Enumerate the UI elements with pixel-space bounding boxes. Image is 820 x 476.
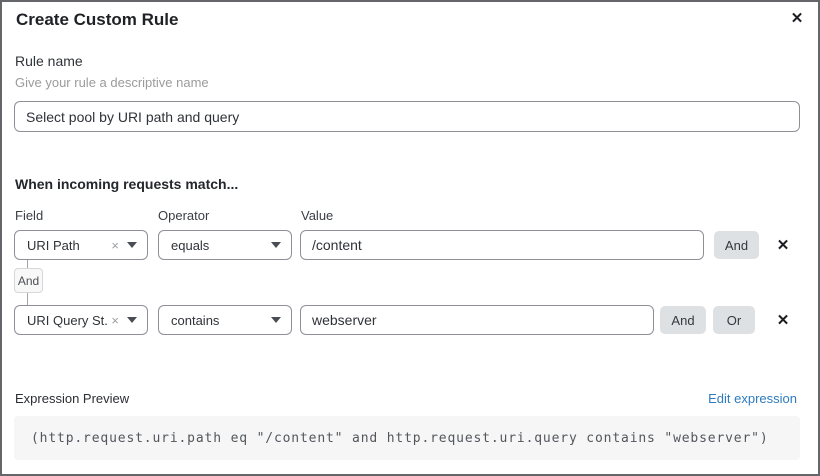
operator-column-label: Operator xyxy=(158,208,210,223)
value-input-row2[interactable] xyxy=(300,305,654,335)
edit-expression-link[interactable]: Edit expression xyxy=(708,391,797,406)
matcher-heading: When incoming requests match... xyxy=(15,176,239,192)
operator-select-row2-value: contains xyxy=(171,312,220,328)
add-and-condition-button-row1[interactable]: And xyxy=(714,231,759,259)
rule-name-label: Rule name xyxy=(15,53,83,69)
clear-field-icon[interactable]: × xyxy=(111,312,119,328)
field-select-row1-value: URI Path xyxy=(27,237,80,253)
remove-condition-row2-icon[interactable]: ✕ xyxy=(772,306,794,334)
field-select-row2[interactable]: URI Query St... × xyxy=(14,305,148,335)
operator-select-row1[interactable]: equals xyxy=(158,230,292,260)
rule-name-input[interactable] xyxy=(14,101,800,132)
rule-name-helper: Give your rule a descriptive name xyxy=(15,75,209,90)
expression-code-block: (http.request.uri.path eq "/content" and… xyxy=(14,416,800,460)
chevron-down-icon[interactable] xyxy=(271,242,281,248)
chevron-down-icon[interactable] xyxy=(127,242,137,248)
page-title: Create Custom Rule xyxy=(16,10,179,29)
field-column-label: Field xyxy=(15,208,44,223)
clear-field-icon[interactable]: × xyxy=(111,237,119,253)
chevron-down-icon[interactable] xyxy=(271,317,281,323)
field-select-row1[interactable]: URI Path × xyxy=(14,230,148,260)
remove-condition-row1-icon[interactable]: ✕ xyxy=(772,231,794,259)
connector-line-top xyxy=(27,260,28,268)
connector-line-bottom xyxy=(27,293,28,305)
and-connector-badge: And xyxy=(14,268,43,293)
add-or-condition-button-row2[interactable]: Or xyxy=(713,306,755,334)
field-select-row2-value: URI Query St... xyxy=(27,312,109,328)
value-input-row1[interactable] xyxy=(300,230,704,260)
expression-preview-label: Expression Preview xyxy=(15,391,130,406)
operator-select-row1-value: equals xyxy=(171,237,210,253)
operator-select-row2[interactable]: contains xyxy=(158,305,292,335)
value-column-label: Value xyxy=(301,208,334,223)
expression-code: (http.request.uri.path eq "/content" and… xyxy=(31,430,769,446)
chevron-down-icon[interactable] xyxy=(127,317,137,323)
close-icon[interactable]: ✕ xyxy=(787,7,807,29)
add-and-condition-button-row2[interactable]: And xyxy=(660,306,706,334)
